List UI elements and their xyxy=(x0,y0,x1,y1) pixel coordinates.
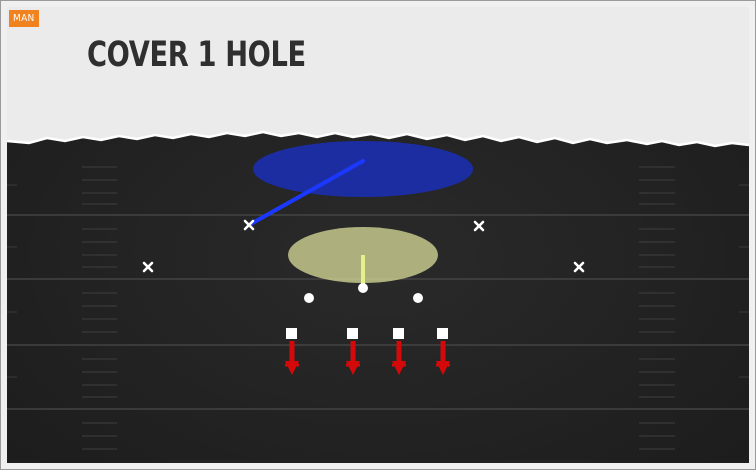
receiver-x-mark xyxy=(573,261,585,273)
rush-arrow xyxy=(436,341,450,375)
diagram-title: COVER 1 HOLE xyxy=(87,35,306,75)
rush-arrow xyxy=(346,341,360,375)
rush-arrow xyxy=(392,341,406,375)
rusher-square xyxy=(437,328,448,339)
torn-paper-header xyxy=(7,7,749,146)
deep-zone-ellipse xyxy=(253,141,473,197)
man-coverage-badge: MAN xyxy=(9,10,39,27)
play-diagram: MAN COVER 1 HOLE xyxy=(7,7,749,463)
receiver-marks xyxy=(142,219,585,273)
hash-marks-left xyxy=(82,166,117,450)
defender-dot xyxy=(304,293,314,303)
rusher-square xyxy=(347,328,358,339)
defender-dots xyxy=(304,283,423,303)
defender-dot xyxy=(413,293,423,303)
safety-route-line xyxy=(247,159,365,227)
rusher-square xyxy=(286,328,297,339)
hash-marks-right xyxy=(639,166,675,450)
torn-paper-edge xyxy=(7,130,749,148)
receiver-x-mark xyxy=(473,220,485,232)
field-canvas xyxy=(7,7,749,463)
receiver-x-mark xyxy=(243,219,255,231)
sideline-hashes xyxy=(7,184,749,378)
rush-arrows xyxy=(285,341,450,375)
rusher-square xyxy=(393,328,404,339)
receiver-x-mark xyxy=(142,261,154,273)
defender-dot xyxy=(358,283,368,293)
rusher-squares xyxy=(286,328,448,339)
rush-arrow xyxy=(285,341,299,375)
